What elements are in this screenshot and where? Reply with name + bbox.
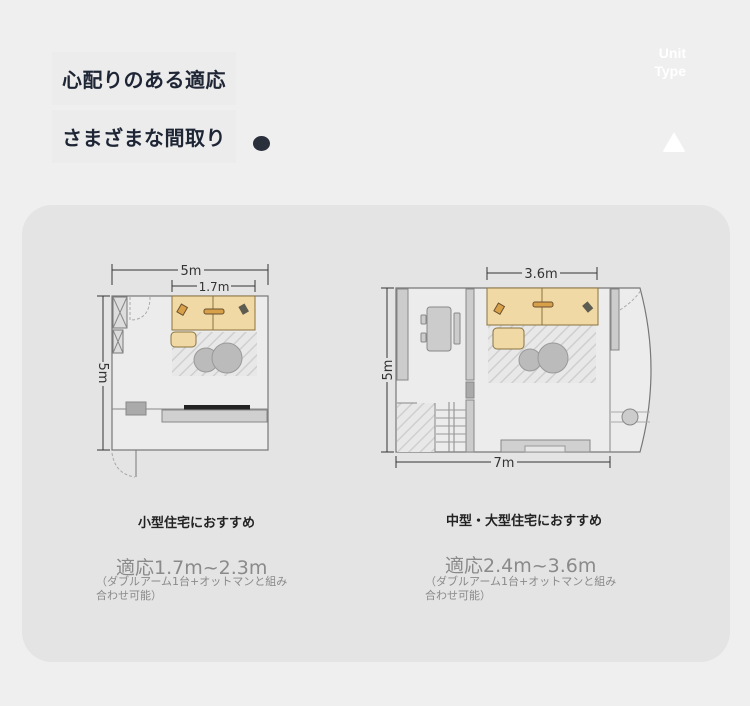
triangle-icon [663,132,685,152]
page-title-line1: 心配りのある適応 [52,52,236,105]
note-small: （ダブルアーム1台+オットマンと組み合わせ可能） [96,575,288,602]
ottoman [170,331,197,348]
fit-range-small: 適応1.7m~2.3m [116,557,268,579]
type-label: Type [654,63,686,79]
unit-label: Unit [658,45,686,61]
unit-type-label: Unit Type [634,44,686,80]
width-dimension: 7m [494,456,515,471]
recommend-large: 中型・大型住宅におすすめ [446,514,603,529]
depth-dimension: 5m [381,360,396,381]
small-floor-plan: 5m 1.7m 5m [95,262,269,478]
decorative-dot-icon [253,136,270,151]
width-dimension: 5m [181,264,202,279]
sofa-dimension: 1.7m [199,280,230,294]
depth-dimension: 5m [95,363,110,384]
large-floor-plan: 3.6m 7m 5m [380,265,652,471]
recommend-small: 小型住宅におすすめ [138,516,256,531]
ottoman [492,327,525,350]
note-large: （ダブルアーム1台+オットマンと組み合わせ可能） [425,575,617,602]
sofa-dimension: 3.6m [524,267,557,282]
fit-range-large: 適応2.4m~3.6m [445,555,597,577]
page-title-line2: さまざまな間取り [52,110,236,163]
